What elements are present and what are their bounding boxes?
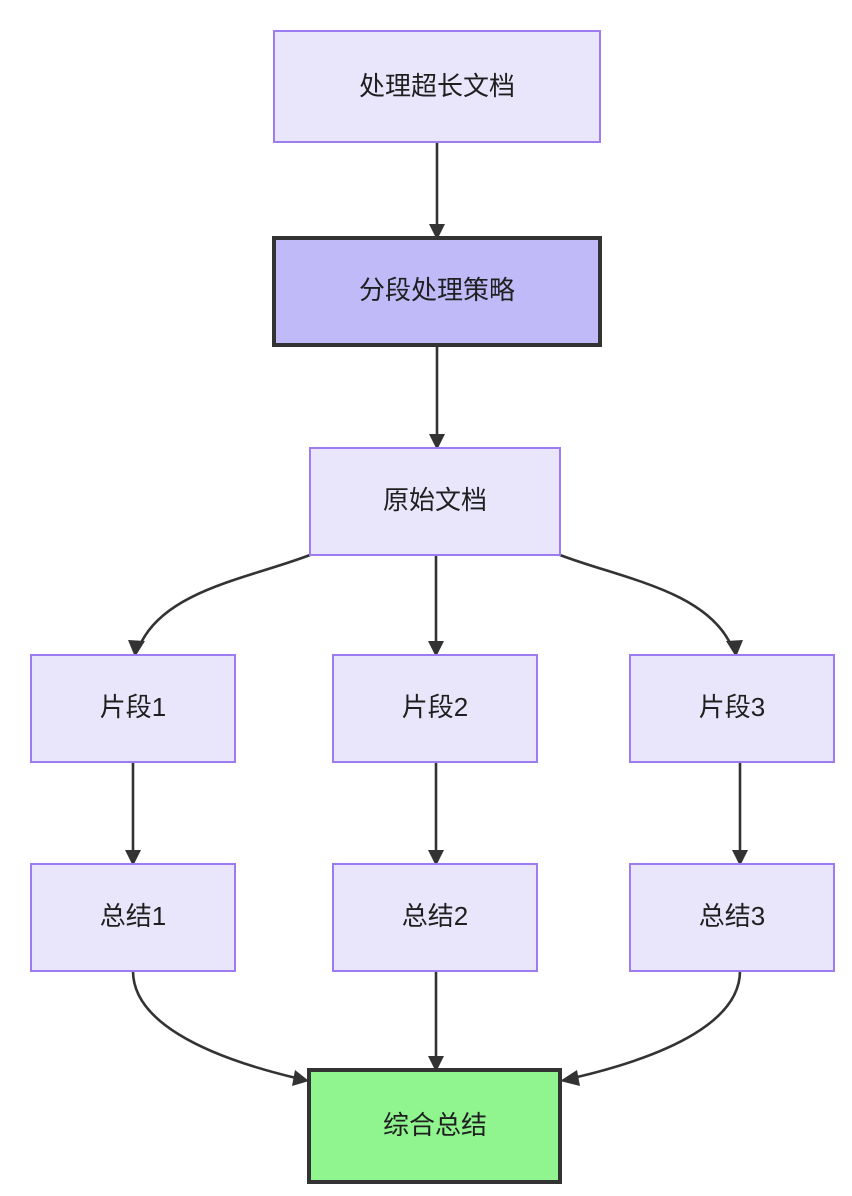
node-box[interactable] [332, 654, 538, 763]
node-box[interactable] [273, 30, 601, 143]
edge-line [559, 553, 733, 646]
node-fragment-1[interactable]: 片段1 [30, 654, 236, 763]
node-label: 处理超长文档 [359, 71, 515, 101]
edge-n1-n2 [429, 142, 445, 240]
arrowhead-icon [429, 224, 445, 240]
node-box[interactable] [272, 236, 602, 347]
node-chunking-strategy[interactable]: 分段处理策略 [272, 236, 602, 347]
node-box[interactable] [629, 654, 835, 763]
arrowhead-icon [125, 850, 141, 866]
arrowhead-icon [428, 1056, 444, 1072]
arrowhead-icon [428, 641, 444, 657]
edge-n3-n6 [559, 553, 743, 657]
arrowhead-icon [428, 850, 444, 866]
arrowhead-icon [292, 1070, 309, 1086]
node-summary-1[interactable]: 总结1 [30, 863, 236, 972]
arrowhead-icon [560, 1070, 580, 1086]
node-box[interactable] [307, 1068, 562, 1184]
edge-n2-n3 [429, 345, 445, 450]
edge-n4-n7 [125, 762, 141, 866]
node-original-document[interactable]: 原始文档 [309, 447, 561, 556]
edge-line [138, 553, 311, 646]
edge-n6-n9 [732, 762, 748, 866]
arrowhead-icon [128, 640, 145, 657]
node-label: 片段1 [100, 692, 166, 722]
node-layer: 处理超长文档 分段处理策略 原始文档 片段1 片段2 [30, 30, 835, 1184]
node-comprehensive-summary[interactable]: 综合总结 [307, 1068, 562, 1184]
node-process-long-document[interactable]: 处理超长文档 [273, 30, 601, 143]
node-label: 片段3 [699, 692, 765, 722]
node-label: 片段2 [402, 692, 468, 722]
node-box[interactable] [30, 654, 236, 763]
edge-n3-n5 [428, 555, 444, 657]
edge-n9-n10 [560, 970, 742, 1086]
edge-line [131, 970, 297, 1080]
edge-n3-n4 [128, 553, 311, 657]
node-summary-3[interactable]: 总结3 [629, 863, 835, 972]
node-box[interactable] [309, 447, 561, 556]
node-box[interactable] [30, 863, 236, 972]
node-label: 综合总结 [383, 1110, 487, 1140]
arrowhead-icon [726, 640, 743, 657]
node-label: 分段处理策略 [359, 275, 515, 305]
node-summary-2[interactable]: 总结2 [332, 863, 538, 972]
arrowhead-icon [732, 850, 748, 866]
edge-n5-n8 [428, 762, 444, 866]
node-box[interactable] [332, 863, 538, 972]
arrowhead-icon [429, 434, 445, 450]
edge-layer [125, 142, 748, 1086]
node-box[interactable] [629, 863, 835, 972]
edge-n8-n10 [428, 971, 444, 1072]
edge-n7-n10 [131, 970, 309, 1086]
node-label: 总结1 [100, 901, 166, 931]
node-label: 总结3 [699, 901, 765, 931]
node-fragment-2[interactable]: 片段2 [332, 654, 538, 763]
node-fragment-3[interactable]: 片段3 [629, 654, 835, 763]
edge-line [572, 970, 742, 1080]
node-label: 原始文档 [383, 485, 487, 515]
node-label: 总结2 [402, 901, 468, 931]
